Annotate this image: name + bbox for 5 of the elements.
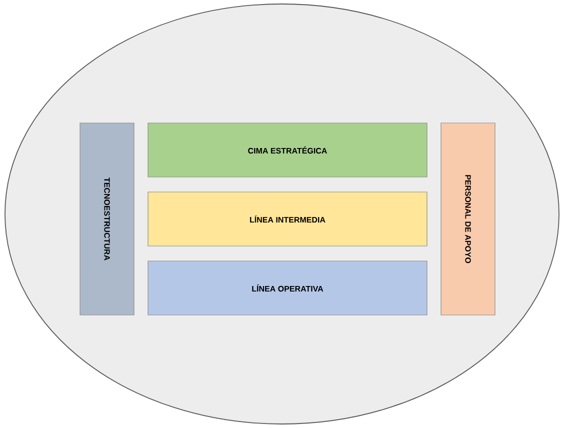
level-box: LÍNEA INTERMEDIA [148, 192, 428, 246]
side-bar: PERSONAL DE APOYO [440, 122, 496, 316]
level-box: CIMA ESTRATÉGICA [148, 122, 428, 178]
level-box: LÍNEA OPERATIVA [148, 260, 428, 316]
side-bar: TECNOESTRUCTURA [80, 122, 134, 316]
